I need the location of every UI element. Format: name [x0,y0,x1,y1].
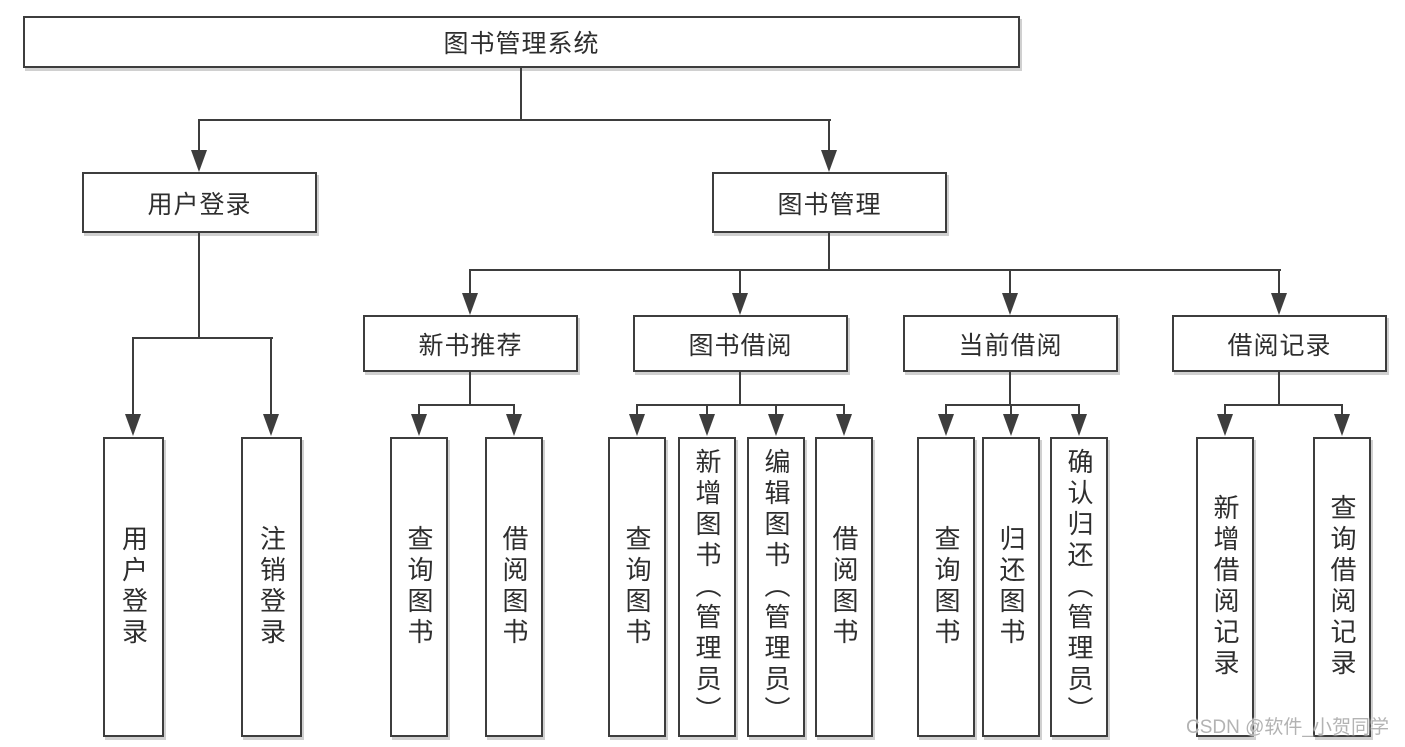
leaf-label: 注销登录 [256,525,287,649]
connector-line [945,404,947,416]
node-book-management: 图书管理 [712,172,947,233]
connector-arrow-down [1334,414,1350,436]
connector-line [198,232,200,339]
leaf-edit-book-admin: 编辑图书（管理员） [747,437,805,737]
connector-arrow-down [411,414,427,436]
leaf-label: 新增图书（管理员） [692,447,722,727]
connector-line [1009,269,1011,295]
leaf-borrow-book-1: 借阅图书 [485,437,543,737]
node-borrowing-records: 借阅记录 [1172,315,1387,372]
connector-line [1341,404,1343,416]
connector-line [132,337,134,416]
connector-line [1010,404,1012,416]
connector-line [418,404,420,416]
leaf-query-book-2: 查询图书 [608,437,666,737]
connector-arrow-down [1071,414,1087,436]
leaf-label: 归还图书 [996,525,1026,649]
connector-line [469,269,1281,271]
connector-line [945,404,1080,406]
connector-arrow-down [836,414,852,436]
connector-line [1224,404,1343,406]
csdn-watermark: CSDN @软件_小贺同学 [1186,717,1389,738]
connector-line [469,269,471,295]
node-book-borrowing: 图书借阅 [633,315,848,372]
node-label: 借阅记录 [1227,331,1332,360]
leaf-label: 借阅图书 [829,525,859,649]
node-label: 新书推荐 [418,331,523,360]
connector-line [739,269,741,295]
leaf-label: 用户登录 [118,525,149,649]
leaf-label: 新增借阅记录 [1210,494,1240,680]
leaf-logout: 注销登录 [241,437,302,737]
connector-line [636,404,638,416]
connector-arrow-down [732,293,748,315]
connector-line [828,119,830,152]
connector-line [828,232,830,271]
connector-line [1278,371,1280,406]
node-label: 用户登录 [147,190,252,219]
leaf-borrow-book-2: 借阅图书 [815,437,873,737]
leaf-add-book-admin: 新增图书（管理员） [678,437,736,737]
connector-line [636,404,845,406]
leaf-query-book-3: 查询图书 [917,437,975,737]
connector-line [418,404,515,406]
leaf-user-login: 用户登录 [103,437,164,737]
connector-arrow-down [1002,293,1018,315]
connector-line [1009,371,1011,406]
leaf-query-book-1: 查询图书 [390,437,448,737]
node-label: 图书管理系统 [443,30,600,58]
node-label: 当前借阅 [958,331,1063,360]
leaf-query-borrow-record: 查询借阅记录 [1313,437,1371,737]
leaf-add-borrow-record: 新增借阅记录 [1196,437,1254,737]
connector-line [132,337,273,339]
leaf-label: 查询借阅记录 [1327,494,1357,680]
connector-line [513,404,515,416]
connector-line [843,404,845,416]
node-book-management-system: 图书管理系统 [23,16,1020,68]
node-label: 图书借阅 [688,331,793,360]
connector-line [198,119,200,152]
connector-line [739,371,741,406]
connector-arrow-down [938,414,954,436]
connector-line [775,404,777,416]
connector-arrow-down [263,414,279,436]
connector-arrow-down [191,150,207,172]
connector-arrow-down [506,414,522,436]
connector-line [198,119,831,121]
connector-line [706,404,708,416]
connector-arrow-down [629,414,645,436]
leaf-label: 查询图书 [622,525,652,649]
leaf-confirm-return-admin: 确认归还（管理员） [1050,437,1108,737]
leaf-label: 借阅图书 [499,525,529,649]
connector-line [1278,269,1280,295]
leaf-label: 查询图书 [931,525,961,649]
connector-arrow-down [462,293,478,315]
connector-line [1224,404,1226,416]
node-label: 图书管理 [777,190,882,219]
connector-arrow-down [1271,293,1287,315]
node-new-book-recommend: 新书推荐 [363,315,578,372]
connector-arrow-down [821,150,837,172]
connector-line [520,67,522,121]
connector-line [270,337,272,416]
leaf-label: 编辑图书（管理员） [761,447,791,727]
connector-arrow-down [125,414,141,436]
leaf-label: 查询图书 [404,525,434,649]
connector-line [469,371,471,406]
leaf-label: 确认归还（管理员） [1064,447,1094,727]
connector-arrow-down [1003,414,1019,436]
connector-line [1078,404,1080,416]
connector-arrow-down [699,414,715,436]
node-user-login: 用户登录 [82,172,317,233]
leaf-return-book: 归还图书 [982,437,1040,737]
connector-arrow-down [768,414,784,436]
node-current-borrowing: 当前借阅 [903,315,1118,372]
connector-arrow-down [1217,414,1233,436]
